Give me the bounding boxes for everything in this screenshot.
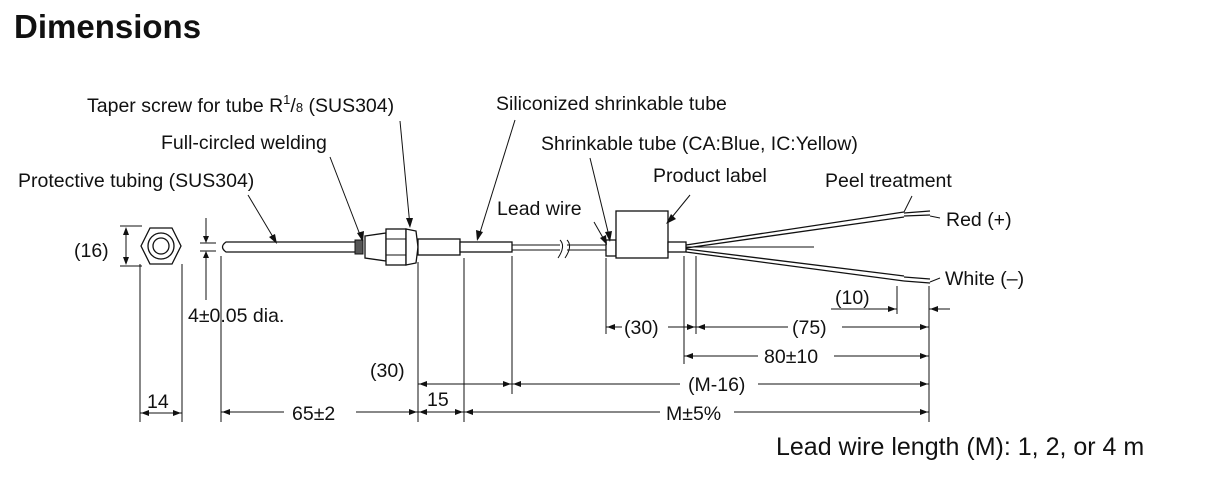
full-circled-welding-label: Full-circled welding — [161, 132, 327, 154]
dimension-lines — [220, 256, 950, 422]
m-minus-16-dim: (M-16) — [688, 374, 745, 396]
hex-width-dim: 14 — [147, 391, 169, 413]
label-30-dim: (30) — [624, 317, 659, 339]
wire-80-dim: 80±10 — [764, 346, 818, 368]
shrinkable-tube-label: Shrinkable tube (CA:Blue, IC:Yellow) — [541, 133, 858, 155]
peel-treatment-label: Peel treatment — [825, 170, 952, 192]
m-total-dim: M±5% — [666, 403, 721, 425]
hex-height-dim: (16) — [74, 240, 109, 262]
probe-length-dim: 65±2 — [292, 403, 335, 425]
hex-end-view — [120, 225, 183, 422]
product-label-label: Product label — [653, 165, 767, 187]
white-wire-label: White (–) — [945, 268, 1024, 290]
diameter-dim: 4±0.05 dia. — [188, 305, 284, 327]
thread-length-dim: (30) — [370, 360, 405, 382]
probe-assembly — [221, 210, 931, 284]
page-title: Dimensions — [14, 8, 202, 45]
diameter-dimension — [200, 218, 216, 300]
red-wire-label: Red (+) — [946, 209, 1012, 231]
tube-15-dim: 15 — [427, 389, 449, 411]
wire-75-dim: (75) — [792, 317, 827, 339]
lead-wire-length-note: Lead wire length (M): 1, 2, or 4 m — [776, 433, 1144, 461]
lead-wire-label: Lead wire — [497, 198, 582, 220]
taper-screw-label: Taper screw for tube R1/8 (SUS304) — [87, 92, 394, 117]
siliconized-tube-label: Siliconized shrinkable tube — [496, 93, 727, 115]
leader-lines — [247, 119, 941, 283]
peel-10-dim: (10) — [835, 287, 870, 309]
protective-tubing-label: Protective tubing (SUS304) — [18, 170, 254, 192]
